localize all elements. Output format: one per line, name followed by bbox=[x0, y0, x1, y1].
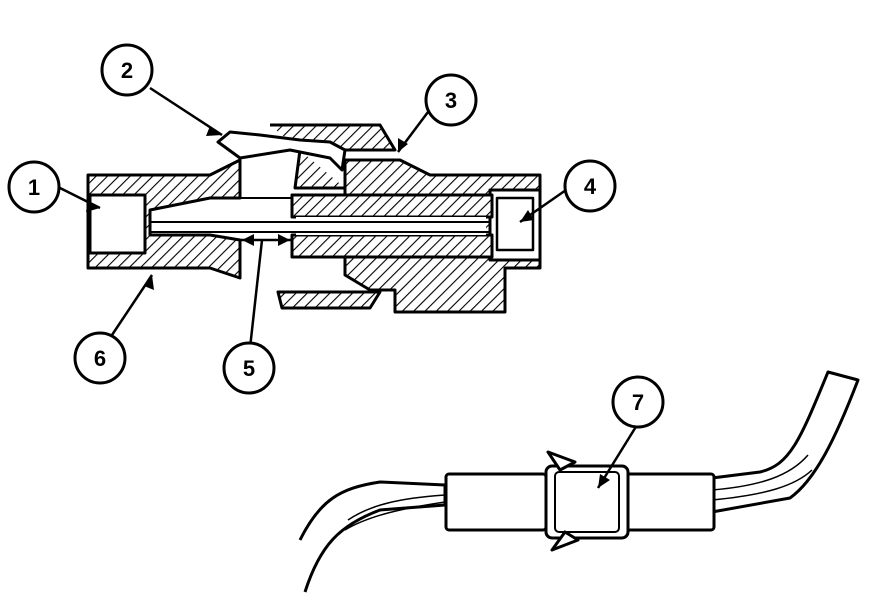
callout-1: 1 bbox=[7, 160, 61, 214]
callout-5-label: 5 bbox=[243, 356, 255, 381]
housing-right bbox=[624, 472, 716, 532]
pin-lower bbox=[290, 233, 494, 259]
connector-cross-section bbox=[86, 123, 542, 314]
assembled-connector bbox=[298, 370, 860, 593]
lock-clip bbox=[216, 130, 347, 172]
callout-1-label: 1 bbox=[28, 175, 40, 200]
contact-left bbox=[88, 193, 147, 255]
callout-7: 7 bbox=[611, 375, 665, 429]
cable-left bbox=[298, 480, 447, 593]
callout-3-label: 3 bbox=[445, 88, 457, 113]
callout-6-label: 6 bbox=[94, 346, 106, 371]
callout-3: 3 bbox=[424, 73, 478, 127]
callout-6: 6 bbox=[73, 331, 127, 385]
callout-2: 2 bbox=[100, 43, 154, 97]
leader-5 bbox=[248, 239, 264, 349]
callout-4: 4 bbox=[563, 159, 617, 213]
coupling-sleeve-bottom bbox=[276, 290, 382, 310]
callout-2-label: 2 bbox=[121, 58, 133, 83]
leader-arrowheads bbox=[86, 126, 610, 488]
cable-right bbox=[710, 370, 860, 514]
housing-left bbox=[444, 472, 548, 532]
pin-upper bbox=[290, 193, 494, 219]
callout-7-label: 7 bbox=[632, 390, 644, 415]
callout-5: 5 bbox=[222, 341, 276, 395]
callout-4-label: 4 bbox=[584, 174, 597, 199]
